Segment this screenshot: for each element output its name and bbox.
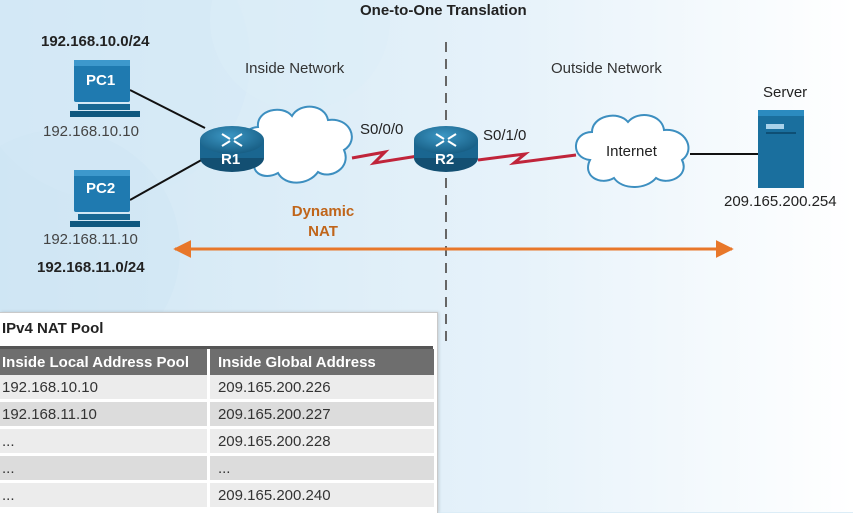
column-header-inside-global: Inside Global Address	[209, 349, 437, 375]
router-icon	[414, 126, 478, 172]
table-row: ... 209.165.200.240	[0, 483, 437, 510]
cloud-icon	[575, 114, 690, 188]
table-row: 192.168.10.10 209.165.200.226	[0, 375, 437, 402]
serial-link-r1-r2	[351, 149, 419, 166]
nat-label-line1: Dynamic	[291, 203, 355, 220]
table-cell: ...	[0, 456, 210, 483]
pc2-ip: 192.168.11.10	[43, 231, 138, 248]
table-cell: 209.165.200.226	[209, 375, 437, 402]
subnet-top-label: 192.168.10.0/24	[41, 33, 150, 50]
router-icon	[200, 126, 264, 172]
router-r2-label: R2	[435, 151, 455, 168]
table-cell: 209.165.200.240	[209, 483, 437, 510]
table-cell: 192.168.10.10	[0, 375, 210, 402]
table-header-row: Inside Local Address Pool Inside Global …	[0, 349, 437, 375]
outside-network-label: Outside Network	[551, 60, 662, 77]
serial-link-r2-internet	[477, 151, 577, 166]
nat-pool-title: IPv4 NAT Pool	[2, 320, 104, 337]
interface-s010-label: S0/1/0	[483, 127, 527, 144]
pc-icon	[70, 60, 140, 117]
table-cell: 209.165.200.227	[209, 402, 437, 429]
link-pc1-r1	[129, 89, 206, 129]
pc1-ip: 192.168.10.10	[43, 123, 139, 140]
diagram-title: One-to-One Translation	[360, 2, 527, 19]
link-pc2-r1	[129, 157, 206, 201]
table-row: ... ...	[0, 456, 437, 483]
column-header-inside-local: Inside Local Address Pool	[0, 349, 210, 375]
nat-pool-divider	[0, 346, 433, 349]
pc2-label: PC2	[86, 180, 116, 197]
dynamic-nat-label: Dynamic NAT	[284, 202, 362, 242]
internet-label: Internet	[606, 143, 657, 160]
pc1-label: PC1	[86, 72, 116, 89]
server-icon	[758, 110, 804, 188]
table-cell: 192.168.11.10	[0, 402, 210, 429]
pc-icon	[70, 170, 140, 227]
table-cell: 209.165.200.228	[209, 429, 437, 456]
nat-pool-table: Inside Local Address Pool Inside Global …	[0, 349, 437, 510]
nat-label-line2: NAT	[308, 223, 338, 240]
cloud-icon	[242, 105, 353, 184]
table-row: 192.168.11.10 209.165.200.227	[0, 402, 437, 429]
server-label: Server	[763, 84, 808, 101]
interface-s000-label: S0/0/0	[360, 121, 404, 138]
table-cell: ...	[0, 429, 210, 456]
server-ip: 209.165.200.254	[724, 193, 837, 210]
table-cell: ...	[0, 483, 210, 510]
router-r1-label: R1	[221, 151, 241, 168]
inside-network-label: Inside Network	[245, 60, 345, 77]
subnet-bottom-label: 192.168.11.0/24	[37, 259, 145, 276]
table-cell: ...	[209, 456, 437, 483]
table-row: ... 209.165.200.228	[0, 429, 437, 456]
